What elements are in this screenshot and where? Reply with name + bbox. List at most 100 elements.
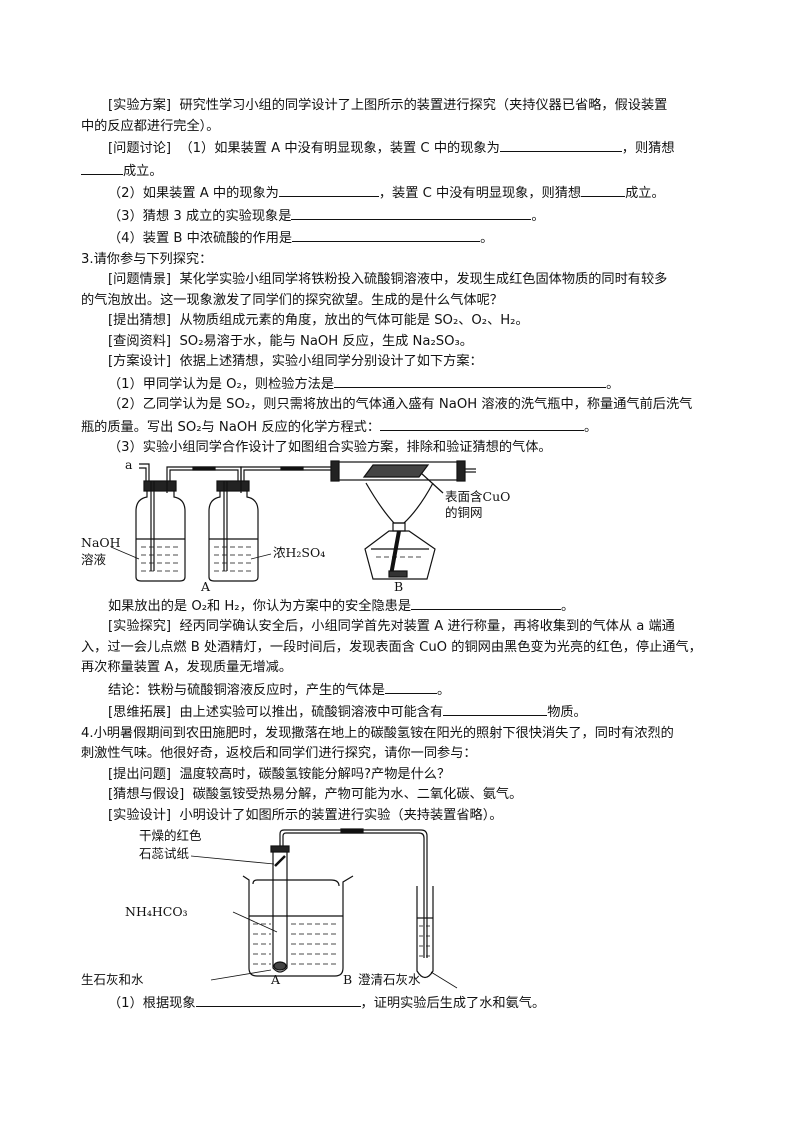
reference-text: SO₂易溶于水，能与 NaOH 反应，生成 Na₂SO₃。 [179, 333, 473, 349]
extend-line: [思维拓展] 由上述实验可以推出，硫酸铜溶液中可能含有 物质。 [81, 701, 715, 724]
answer-blank-q4-1[interactable] [195, 992, 361, 1007]
design-text: 依据上述猜想，实验小组同学分别设计了如下方案： [179, 354, 483, 369]
explore-line-2: 入，过一会儿点燃 B 处酒精灯，一段时间后，发现表面含 CuO 的铜网由黑色变为… [81, 639, 702, 655]
d2-text: 瓶的质量。写出 SO₂与 NaOH 反应的化学方程式： [81, 419, 381, 435]
q4-1-line: （1）根据现象 ，证明实验后生成了水和氨气。 [81, 992, 715, 1015]
h2so4-label: 浓H₂SO₄ [273, 544, 326, 560]
answer-blank-q4[interactable] [292, 227, 481, 242]
answer-blank-q3[interactable] [291, 205, 532, 220]
answer-blank-q2a[interactable] [278, 182, 379, 197]
hypothesis-text: 从物质组成元素的角度，放出的气体可能是 SO₂、O₂、H₂。 [179, 313, 529, 328]
tag-plan: [实验方案] [108, 98, 172, 113]
q2-text-c: 成立。 [625, 186, 665, 201]
q4-1-text: （1）根据现象 [108, 996, 196, 1011]
q4-1-text-b: ，证明实验后生成了水和氨气。 [360, 996, 546, 1011]
apparatus-B-label: B [394, 578, 404, 594]
q4-text: （4）装置 B 中浓硫酸的作用是 [108, 231, 293, 246]
section3-heading: 3.请你参与下列探究： [81, 251, 213, 267]
conclusion-line: 结论：铁粉与硫酸铜溶液反应时，产生的气体是 。 [81, 679, 715, 702]
naoh-label: NaOH [81, 534, 121, 550]
explore-line-1: [实验探究] 经丙同学确认安全后，小组同学首先对装置 A 进行称量，再将收集到的… [81, 617, 715, 638]
scenario-text: 某化学实验小组同学将铁粉投入硫酸铜溶液中，发现生成红色固体物质的同时有较多 [179, 272, 668, 287]
d1-end: 。 [606, 376, 620, 392]
extend-text: 由上述实验可以推出，硫酸铜溶液中可能含有 [179, 705, 444, 720]
worksheet-page: [实验方案] 研究性学习小组的同学设计了上图所示的装置进行探究（夹持仪器已省略，… [81, 96, 715, 1015]
conclusion-text: 结论：铁粉与硫酸铜溶液反应时，产生的气体是 [108, 682, 385, 698]
explore-text: 经丙同学确认安全后，小组同学首先对装置 A 进行称量，再将收集到的气体从 a 端… [179, 619, 675, 634]
plan-text: 研究性学习小组的同学设计了上图所示的装置进行探究（夹持仪器已省略，假设装置 [179, 98, 668, 113]
apparatus-figure-2: 干燥的红色 石蕊试纸 NH₄HCO₃ 生石灰和水 澄清石灰水 A B [81, 826, 715, 992]
limewater-label: 澄清石灰水 [358, 972, 421, 987]
tube-A-label: A [271, 972, 281, 987]
design-4-text: 小明设计了如图所示的装置进行实验（夹持装置省略）。 [179, 807, 503, 823]
apparatus-drawing-1 [110, 459, 476, 582]
q1-text: （1）如果装置 A 中没有明显现象，装置 C 中的现象为 [179, 141, 500, 156]
safety-text: 如果放出的是 O₂和 H₂，你认为方案中的安全隐患是 [108, 598, 412, 614]
inlet-label: a [125, 456, 133, 472]
tag-design-4: [实验设计] [108, 807, 172, 823]
tag-scenario: [问题情景] [108, 272, 172, 287]
scenario-line-2: 的气泡放出。这一现象激发了同学们的探究欲望。生成的是什么气体呢？ [81, 292, 503, 308]
q2-text: （2）如果装置 A 中的现象为 [108, 186, 279, 201]
hypothesis-line: [提出猜想] 从物质组成元素的角度，放出的气体可能是 SO₂、O₂、H₂。 [81, 311, 715, 332]
hyp4-line: [猜想与假设] 碳酸氢铵受热易分解，产物可能为水、二氧化碳、氨气。 [81, 785, 715, 806]
plan-line-2: 中的反应都进行完全）。 [81, 117, 715, 138]
q1-line-2: 成立。 [81, 160, 715, 183]
nh4hco3-label: NH₄HCO₃ [125, 904, 188, 919]
q2-text-b: ，装置 C 中没有明显现象，则猜想 [378, 186, 582, 201]
tag-hypothesis: [提出猜想] [108, 313, 172, 328]
d2-line-1: （2）乙同学认为是 SO₂，则只需将放出的气体通入盛有 NaOH 溶液的洗气瓶中… [108, 397, 693, 412]
answer-blank-q1b[interactable] [81, 160, 123, 175]
apparatus-figure-1: a NaOH 溶液 浓H₂SO₄ 表面含CuO 的铜网 A B [81, 456, 715, 595]
d2-end: 。 [584, 419, 598, 435]
tag-question: [提出问题] [108, 766, 172, 782]
quicklime-label: 生石灰和水 [81, 972, 144, 987]
q1-text-c: 成立。 [123, 163, 163, 179]
answer-blank-conclusion[interactable] [384, 679, 437, 694]
question-text: 温度较高时，碳酸氢铵能分解吗?产物是什么？ [179, 766, 451, 782]
tag-discussion: [问题讨论] [108, 141, 172, 156]
answer-blank-d1[interactable] [334, 373, 607, 388]
tube-B-label: B [343, 972, 353, 987]
answer-blank-q2b[interactable] [581, 182, 626, 197]
d1-line: （1）甲同学认为是 O₂，则检验方法是 。 [81, 373, 715, 396]
hypothesis-4-text: 碳酸氢铵受热易分解，产物可能为水、二氧化碳、氨气。 [192, 787, 523, 802]
litmus-label: 干燥的红色 [139, 828, 202, 843]
conclusion-end: 。 [436, 682, 451, 698]
design-line: [方案设计] 依据上述猜想，实验小组同学分别设计了如下方案： [81, 352, 715, 373]
apparatus-A-label: A [201, 578, 211, 594]
question-line: [提出问题] 温度较高时，碳酸氢铵能分解吗?产物是什么？ [81, 765, 715, 786]
section4-heading-1: 4.小明暑假期间到农田施肥时，发现撒落在地上的碳酸氢铵在阳光的照射下很快消失了，… [81, 725, 674, 741]
q4-end: 。 [480, 231, 494, 246]
safety-line: 如果放出的是 O₂和 H₂，你认为方案中的安全隐患是 。 [81, 595, 715, 618]
answer-blank-d2[interactable] [380, 416, 585, 431]
q4-line: （4）装置 B 中浓硫酸的作用是 。 [81, 227, 715, 250]
cuo-mesh-label: 表面含CuO [445, 488, 511, 504]
litmus-paper-label: 石蕊试纸 [139, 846, 190, 861]
plan-line-1: [实验方案] 研究性学习小组的同学设计了上图所示的装置进行探究（夹持仪器已省略，… [81, 96, 715, 117]
extend-end: 物质。 [547, 705, 587, 720]
cuo-mesh-label-2: 的铜网 [445, 504, 483, 520]
q1-line: [问题讨论] （1）如果装置 A 中没有明显现象，装置 C 中的现象为 ，则猜想 [81, 137, 715, 160]
d1-text: （1）甲同学认为是 O₂，则检验方法是 [108, 376, 335, 392]
d3-line: （3）实验小组同学合作设计了如图组合实验方案，排除和验证猜想的气体。 [108, 440, 552, 455]
safety-end: 。 [561, 598, 575, 614]
answer-blank-extend[interactable] [443, 701, 548, 716]
q3-end: 。 [531, 208, 545, 224]
tag-hypothesis-4: [猜想与假设] [108, 787, 185, 802]
explore-line-3: 再次称量装置 A，发现质量无增减。 [81, 660, 293, 675]
tag-explore: [实验探究] [108, 619, 172, 634]
scenario-line-1: [问题情景] 某化学实验小组同学将铁粉投入硫酸铜溶液中，发现生成红色固体物质的同… [81, 270, 715, 291]
apparatus-drawing-2 [190, 828, 458, 989]
tag-design: [方案设计] [108, 354, 172, 369]
answer-blank-q1a[interactable] [499, 137, 622, 152]
q1-text-b: ，则猜想 [621, 141, 675, 156]
q2-line: （2）如果装置 A 中的现象为 ，装置 C 中没有明显现象，则猜想 成立。 [81, 182, 715, 205]
tag-reference: [查阅资料] [108, 333, 172, 349]
answer-blank-safety[interactable] [411, 595, 562, 610]
d2-line-2: 瓶的质量。写出 SO₂与 NaOH 反应的化学方程式： 。 [81, 416, 715, 439]
q3-text: （3）猜想 3 成立的实验现象是 [108, 208, 292, 224]
design4-line: [实验设计] 小明设计了如图所示的装置进行实验（夹持装置省略）。 [81, 806, 715, 827]
tag-extend: [思维拓展] [108, 705, 172, 720]
reference-line: [查阅资料] SO₂易溶于水，能与 NaOH 反应，生成 Na₂SO₃。 [81, 332, 715, 353]
